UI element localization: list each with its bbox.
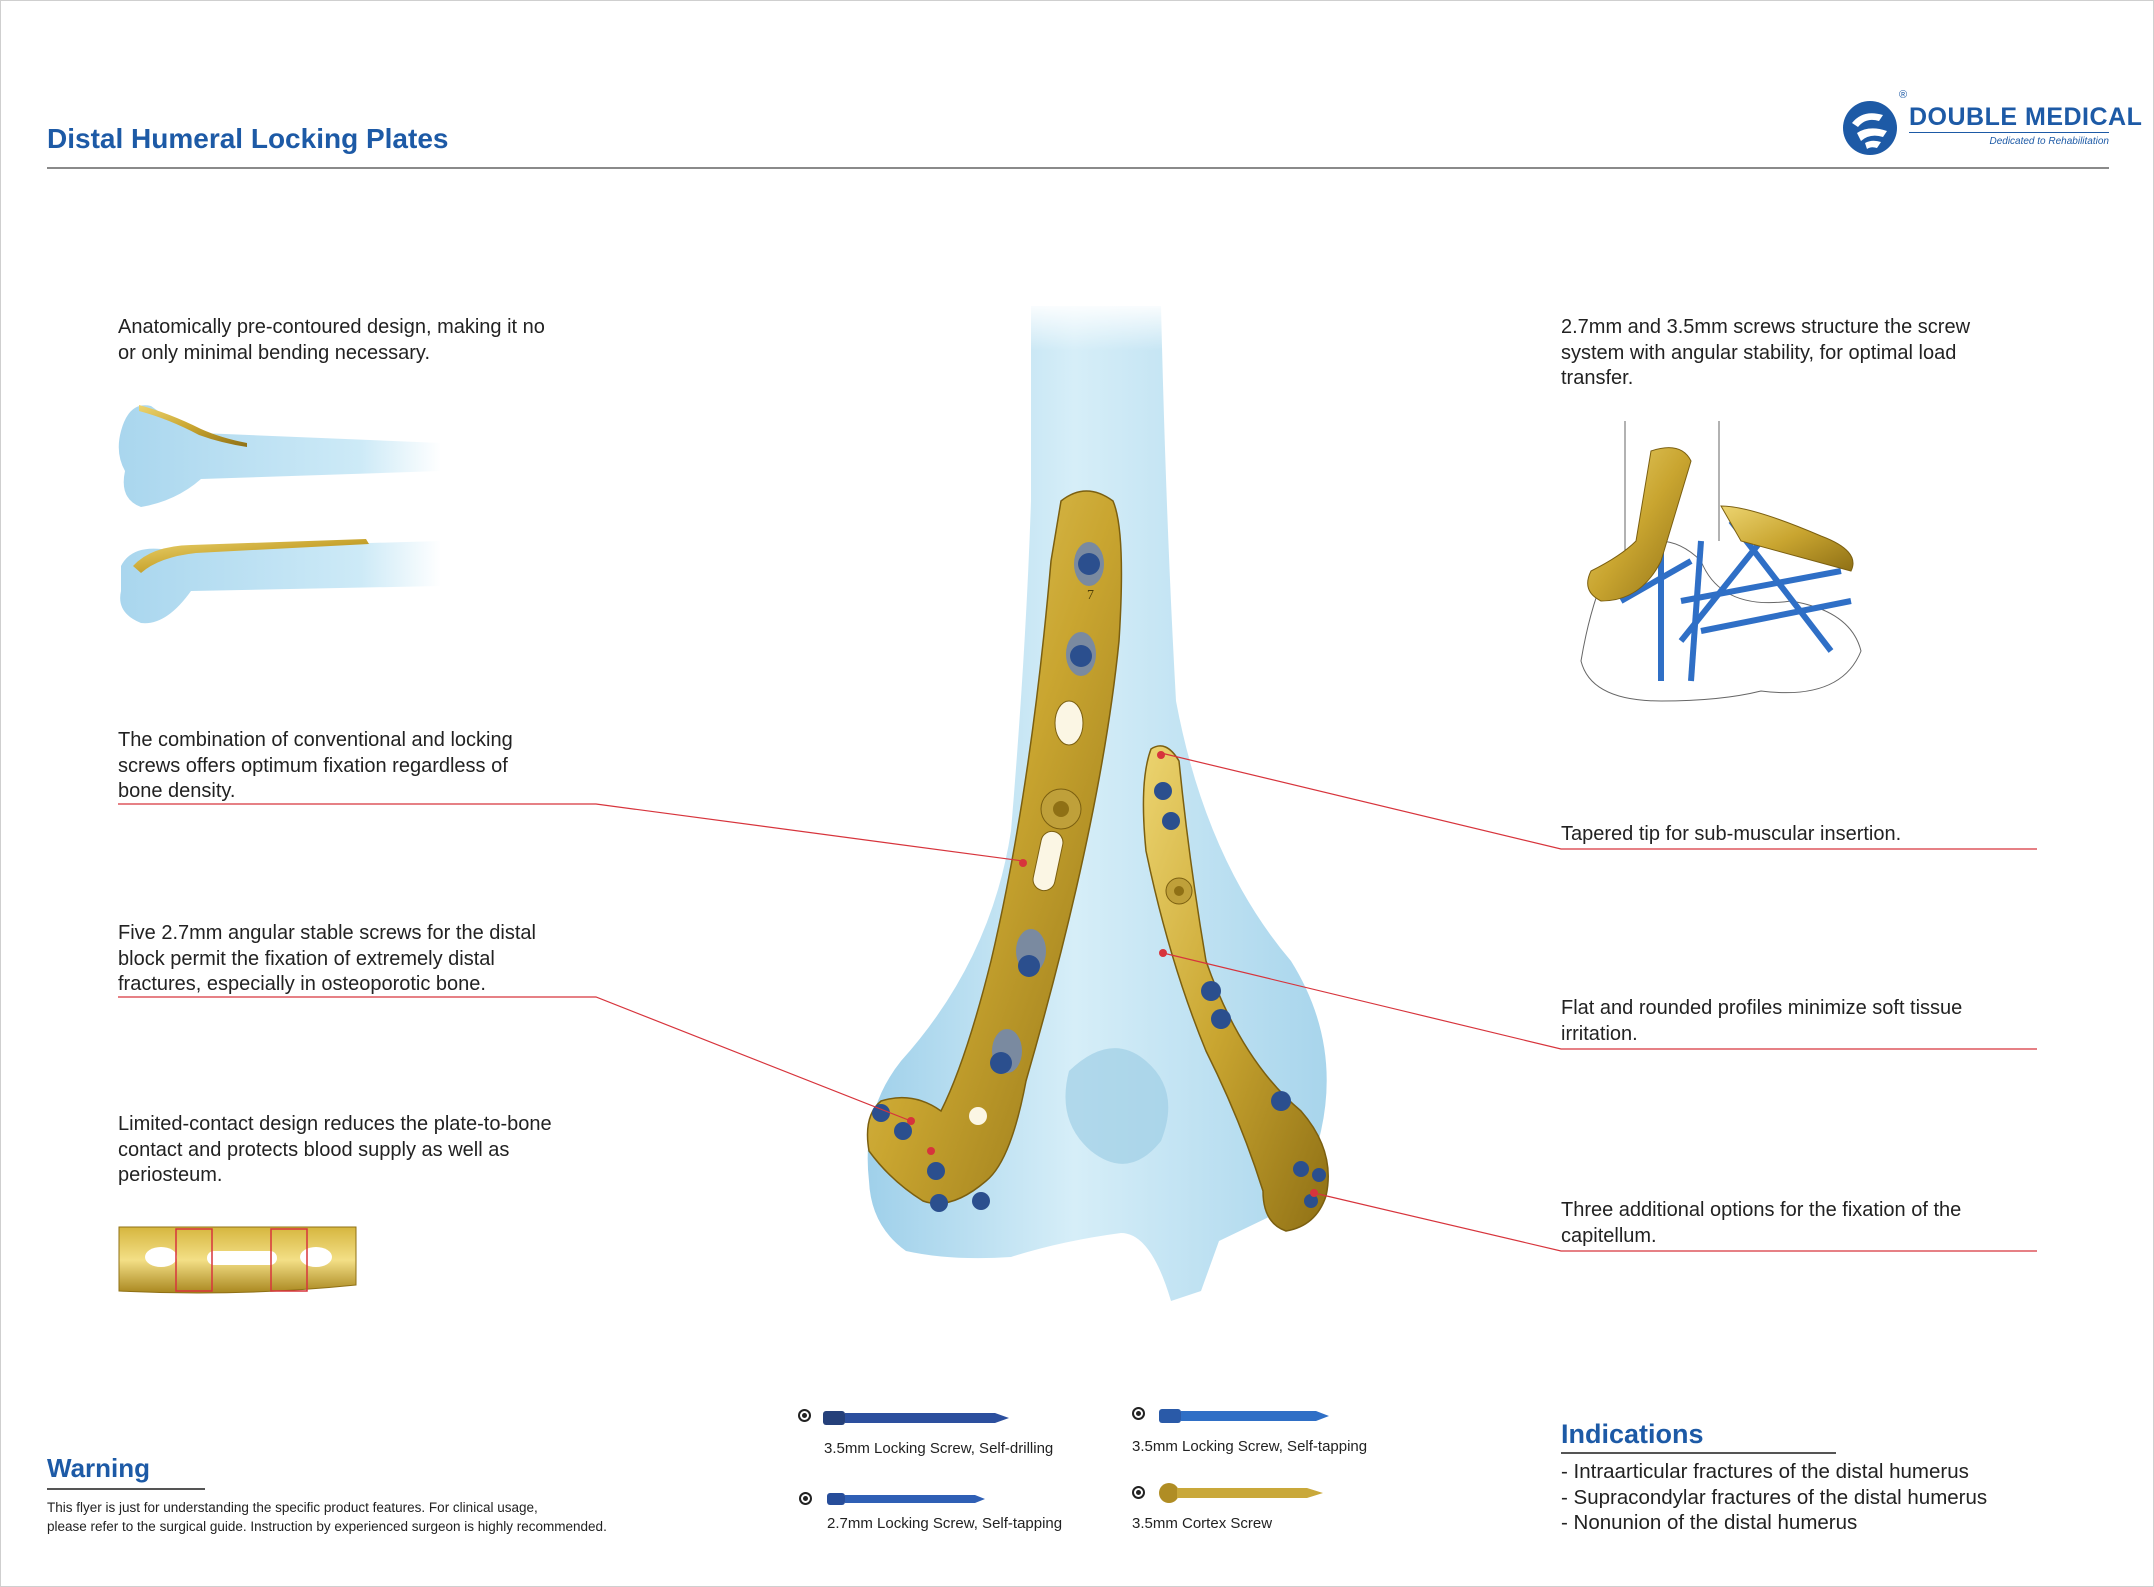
feature-anatomic-contour: Anatomically pre-contoured design, makin… [118, 316, 545, 364]
feature-capitellum-fixation: Three additional options for the fixatio… [1561, 1199, 1962, 1247]
screw-construct-sketch [1580, 421, 1862, 702]
screw-bullet [1132, 1407, 1145, 1420]
warning-title: Warning [47, 1453, 151, 1483]
screw-bullet [1132, 1486, 1145, 1499]
feature-combination-screws: The combination of conventional and lock… [118, 729, 513, 802]
medial-locking-plate: 7 [866, 490, 1123, 1212]
feature-flat-rounded-profiles: Flat and rounded profiles minimize soft … [1561, 997, 1963, 1045]
feature-limited-contact: Limited-contact design reduces the plate… [118, 1113, 552, 1186]
warning-divider [47, 1488, 205, 1490]
screw-label: 3.5mm Cortex Screw [1132, 1515, 1273, 1532]
feature-screw-system: 2.7mm and 3.5mm screws structure the scr… [1561, 316, 1971, 389]
indications-divider [1561, 1452, 1836, 1454]
screw-bullet [799, 1492, 812, 1505]
limited-contact-plate-detail [118, 1226, 357, 1294]
logo-emblem-icon [1843, 101, 1897, 155]
screw-2-7-locking-self-tapping-illustration [827, 1493, 985, 1505]
bone-lateral-view-bottom [120, 539, 441, 624]
brand-logo: ® DOUBLE MEDICAL Dedicated to Rehabilita… [1839, 89, 2142, 165]
screw-3-5-locking-self-drilling-illustration [823, 1411, 1009, 1425]
plate-size-marking: 7 [1087, 588, 1094, 603]
bone-lateral-view-top [118, 405, 441, 507]
warning-text: This flyer is just for understanding the… [47, 1500, 607, 1534]
page-title: Distal Humeral Locking Plates [47, 123, 449, 154]
feature-tapered-tip: Tapered tip for sub-muscular insertion. [1561, 823, 1902, 845]
header-divider [47, 167, 2109, 169]
registered-mark: ® [1899, 89, 1908, 101]
indication-item: - Intraarticular fractures of the distal… [1561, 1460, 1969, 1483]
callout-leader-lines [118, 752, 2037, 1252]
screw-label: 3.5mm Locking Screw, Self-drilling [824, 1440, 1054, 1457]
callout-anchor-dots [907, 751, 1318, 1197]
feature-distal-block-screws: Five 2.7mm angular stable screws for the… [118, 922, 536, 995]
indications-title: Indications [1561, 1419, 1704, 1449]
screw-label: 3.5mm Locking Screw, Self-tapping [1132, 1438, 1368, 1455]
brand-tagline: Dedicated to Rehabilitation [1989, 136, 2109, 147]
screw-3-5-locking-self-tapping-illustration [1159, 1409, 1329, 1423]
screw-label: 2.7mm Locking Screw, Self-tapping [827, 1515, 1063, 1532]
brand-name: DOUBLE MEDICAL [1909, 103, 2143, 131]
indications-list: - Intraarticular fractures of the distal… [1561, 1459, 1987, 1536]
screw-3-5-cortex-illustration [1159, 1483, 1323, 1503]
screw-bullet [798, 1409, 811, 1422]
logo-rule [1909, 132, 2109, 133]
lateral-locking-plate [1142, 745, 1329, 1232]
indication-item: - Supracondylar fractures of the distal … [1561, 1485, 1988, 1509]
indication-item: - Nonunion of the distal humerus [1561, 1511, 1858, 1534]
